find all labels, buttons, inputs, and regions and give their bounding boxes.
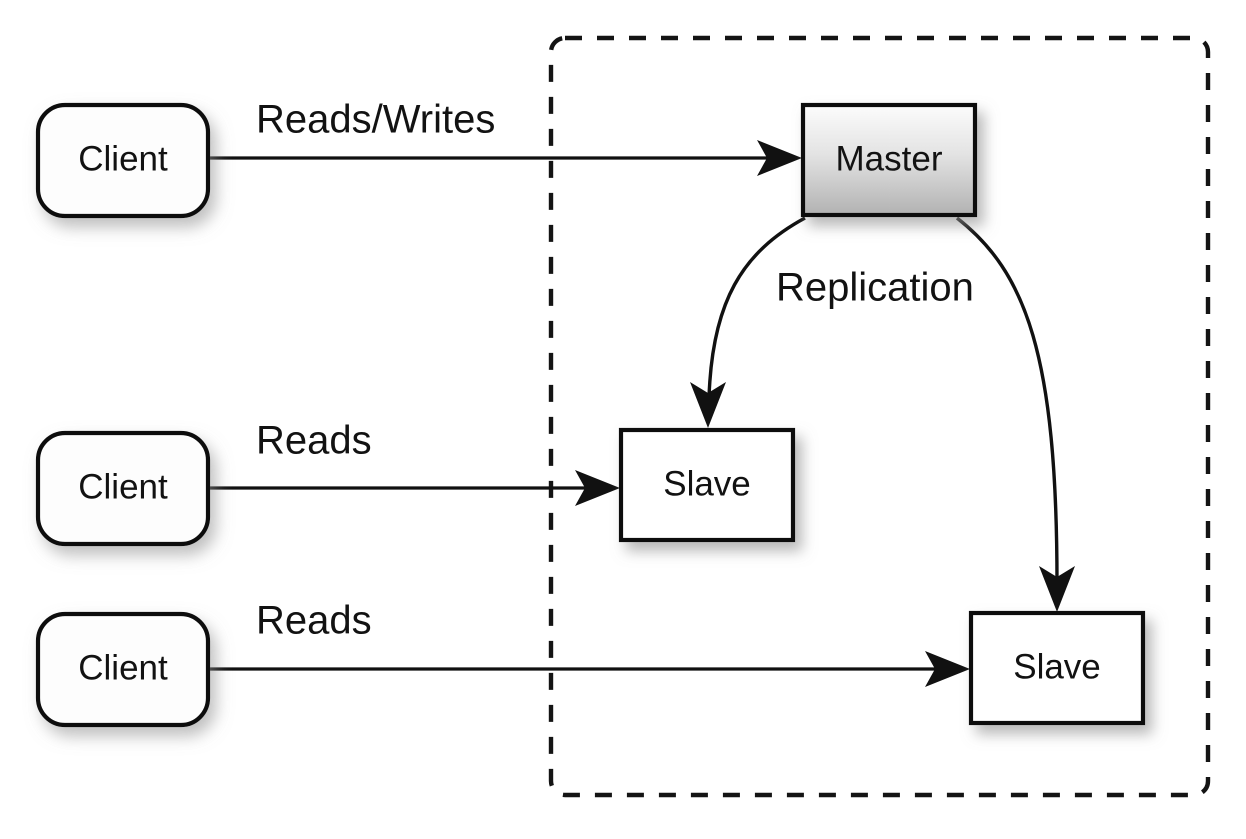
arrowhead-replication-into-slave-2 — [1039, 566, 1075, 612]
slave-2-label: Slave — [1013, 647, 1101, 686]
client-1-box[interactable] — [35, 102, 211, 219]
edge-label-reads-bottom: Reads — [256, 599, 372, 643]
client-1-label: Client — [78, 139, 168, 178]
node-slave-1[interactable]: Slave — [618, 427, 796, 543]
edge-master-to-slave2-replication — [955, 216, 1075, 612]
master-box[interactable] — [800, 102, 978, 218]
client-3-box[interactable] — [35, 611, 211, 728]
edge-label-replication: Replication — [776, 266, 974, 310]
node-client-2[interactable]: Client — [35, 430, 211, 547]
client-3-label: Client — [78, 648, 168, 687]
edge-label-reads-top: Reads — [256, 419, 372, 463]
slave-1-label: Slave — [663, 464, 751, 503]
node-client-3[interactable]: Client — [35, 611, 211, 728]
edge-master-to-slave1-replication — [690, 216, 806, 428]
edge-label-reads-writes: Reads/Writes — [256, 98, 495, 142]
edge-client1-to-master — [209, 140, 802, 176]
master-label: Master — [836, 139, 943, 178]
edge-client3-to-slave2 — [209, 651, 970, 687]
slave-1-box[interactable] — [618, 427, 796, 543]
arrowhead-into-slave-1 — [575, 470, 620, 506]
slave-2-box[interactable] — [968, 610, 1146, 726]
edge-client2-to-slave1 — [209, 470, 620, 506]
client-2-label: Client — [78, 467, 168, 506]
edge-curve-replication-left — [707, 216, 806, 399]
node-master[interactable]: Master — [800, 102, 978, 218]
arrowhead-into-master — [757, 140, 802, 176]
node-client-1[interactable]: Client — [35, 102, 211, 219]
arrowhead-replication-into-slave-1 — [690, 382, 726, 428]
arrowhead-into-slave-2 — [925, 651, 970, 687]
node-slave-2[interactable]: Slave — [968, 610, 1146, 726]
edge-curve-replication-right — [955, 216, 1059, 584]
client-2-box[interactable] — [35, 430, 211, 547]
